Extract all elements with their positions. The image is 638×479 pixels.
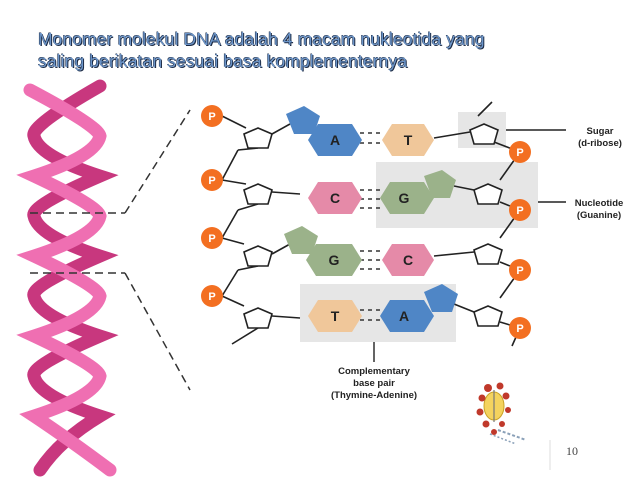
row-4-right-base-label: A [399,308,409,324]
phosphate-icon [509,141,531,163]
thymine-base [382,124,434,156]
row-2-right-base-label: G [399,190,410,206]
phosphate-icon [201,285,223,307]
adenine-five-ring [424,284,458,312]
cytosine-base [308,182,362,214]
phosphate-icon [201,105,223,127]
sugar-label-line-2: (d-ribose) [578,138,622,149]
phosphate-icon [201,227,223,249]
phosphate-icon [509,199,531,221]
phosphate-label: P [516,205,523,217]
phosphate-label: P [208,233,215,245]
phosphate-icon [509,259,531,281]
hydrogen-bonds [360,132,384,321]
sugar-label-line-1: Sugar [587,126,614,137]
phosphate-label: P [516,265,523,277]
thymine-base [308,300,362,332]
phosphate-label: P [516,323,523,335]
title-line-1: Monomer molekul DNA adalah 4 macam nukle… [38,29,485,49]
phosphates-right: P P P P [509,141,531,339]
helix-strand-back [27,79,119,477]
phosphate-label: P [208,175,215,187]
row-4-left-base-label: T [331,308,340,324]
adenine-base [380,300,434,332]
phosphate-icon [201,169,223,191]
backbone-left [221,115,259,345]
base-pair-label-line-3: (Thymine-Adenine) [331,390,417,401]
adenine-base [308,124,362,156]
base-pair-row-3: G C [284,226,434,276]
callout-lines [373,129,566,362]
cytosine-base [382,244,434,276]
phosphate-label: P [208,111,215,123]
phosphate-icon [509,317,531,339]
base-pair-row-1: A T [286,106,434,156]
double-helix [16,79,119,477]
nucleotide-label-line-2: (Guanine) [577,210,621,221]
base-pair-row-4: T A [308,284,458,332]
glycosidic-bonds [271,123,475,319]
helix-strand-front [16,83,117,477]
guanine-base [380,182,434,214]
phosphate-label: P [516,147,523,159]
guanine-base [306,244,362,276]
base-pair-label-line-2: base pair [353,378,395,389]
page-number: 10 [566,444,578,458]
molecule-logo [476,382,527,445]
row-3-left-base-label: G [329,252,340,268]
sugar-rings [243,123,503,329]
base-pair-row-2: C G [308,170,456,214]
slide-title: Monomer molekul DNA adalah 4 macam nukle… [38,28,618,72]
adenine-five-ring [286,106,320,134]
row-1-left-base-label: A [330,132,340,148]
title-line-2: saling berikatan sesuai basa komplemente… [38,51,408,71]
nucleotide-label-line-1: Nucleotide [575,198,624,209]
row-1-right-base-label: T [404,132,413,148]
phosphate-label: P [208,291,215,303]
guanine-five-ring [284,226,318,254]
phosphates-left: P P P P [201,105,223,307]
base-pair-label-line-1: Complementary [338,366,411,377]
zoom-connectors [30,109,191,391]
row-3-right-base-label: C [403,252,413,268]
row-2-left-base-label: C [330,190,340,206]
guanine-five-ring [424,170,456,198]
